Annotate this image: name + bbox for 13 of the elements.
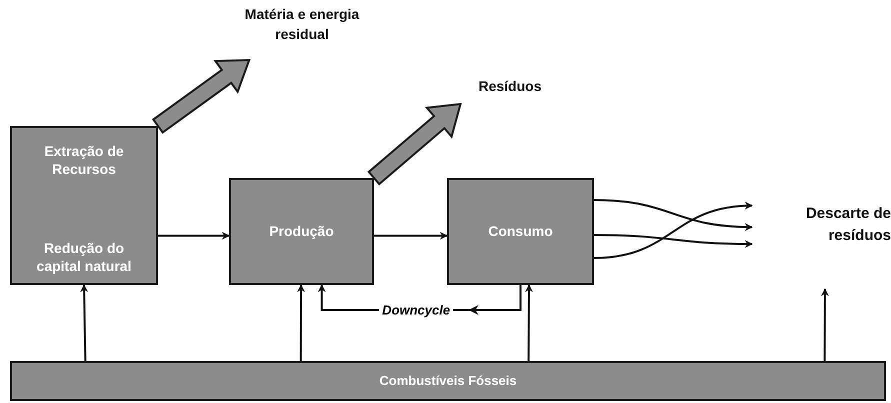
- text-label: Matéria e energia residual: [244, 5, 360, 44]
- box-label: Combustíveis Fósseis: [379, 372, 517, 390]
- box-label: Extração de Recursos: [43, 142, 125, 178]
- energy-bar: [10, 361, 886, 401]
- box-label: Produção: [269, 222, 334, 241]
- process-box: [229, 178, 374, 285]
- box-label: Redução do capital natural: [36, 238, 132, 275]
- text-label: Descarte de resíduos: [804, 204, 891, 246]
- edge-label: Downcycle: [379, 302, 454, 318]
- box-label: Consumo: [488, 222, 553, 241]
- text-label: Resíduos: [477, 77, 542, 96]
- process-box: [447, 178, 594, 285]
- process-box: [10, 126, 158, 285]
